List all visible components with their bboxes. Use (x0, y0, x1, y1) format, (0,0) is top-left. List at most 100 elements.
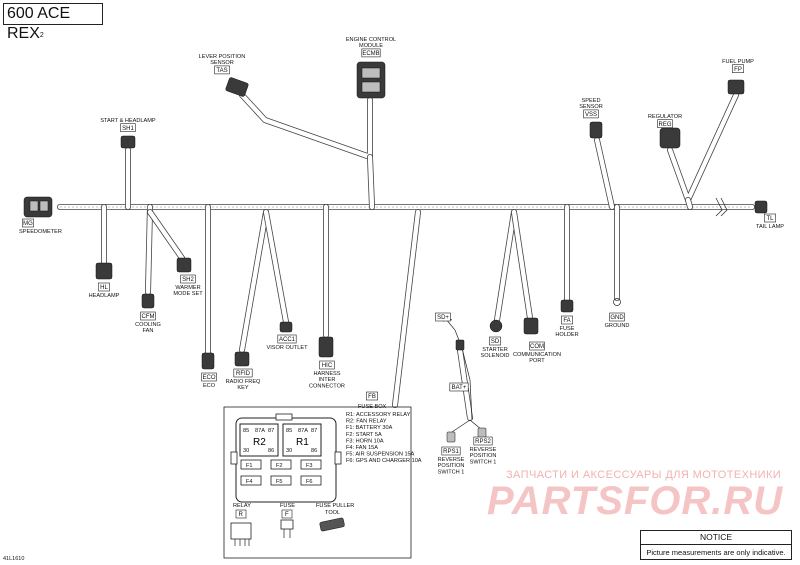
tas-label-line-1: SENSOR (210, 60, 234, 66)
acc1-code: ACC1 (279, 337, 296, 343)
r1-pin-85: 85 (286, 428, 292, 434)
sh2-code: SH2 (182, 277, 194, 283)
hl-code-box (98, 282, 110, 292)
rps1-code: RPS1 (443, 449, 459, 455)
gnd-label-line-0: GROUND (605, 323, 630, 329)
ecmb-code-box (361, 48, 381, 58)
relay-r2 (239, 423, 279, 457)
speed-sensor-icon (589, 121, 603, 139)
harness-branches (101, 92, 739, 433)
reverse-switch-1-icon (446, 431, 456, 443)
tail-lamp-icon (754, 200, 768, 214)
fuse-f5 (270, 475, 292, 486)
hl-label-line-0: HEADLAMP (89, 293, 120, 299)
cfm-code-box (140, 311, 156, 321)
r2-pin-85: 85 (243, 428, 249, 434)
fa-label-line-0: FUSE (560, 326, 575, 332)
fuse-legend-line-1: R2: FAN RELAY (346, 419, 387, 425)
cfm-code: CFM (142, 314, 155, 320)
vss-label-line-1: SENSOR (579, 104, 603, 110)
rps1-label-line-0: REVERSE (438, 457, 465, 463)
hic-label-line-2: CONNECTOR (309, 383, 345, 389)
mg-code-box (22, 218, 34, 228)
sh1-code-box (120, 123, 136, 132)
rps1-label-line-2: SWITCH 1 (438, 469, 465, 475)
sh1-code: SH1 (122, 126, 134, 132)
label-sdp: SD+ (435, 312, 451, 322)
sh2-label-line-1: MODE SET (173, 291, 203, 297)
label-hl: HL HEADLAMP (89, 282, 120, 299)
reg-code: REG (658, 122, 671, 128)
eco-code: ECO (202, 375, 215, 381)
harness-trunk (57, 197, 755, 217)
gnd-code-box (609, 312, 625, 322)
label-batp: BAT+ (449, 382, 469, 392)
r2-pin-30: 30 (243, 448, 249, 454)
f6-label: F6 (306, 479, 313, 485)
r2-name: R2 (253, 437, 266, 448)
connector-icons (23, 61, 768, 443)
tas-code: TAS (216, 68, 227, 74)
rps2-code: RPS2 (475, 439, 491, 445)
regulator-icon (659, 127, 681, 149)
ecmb-label-line-0: ENGINE CONTROL (346, 37, 396, 43)
rps1-code-box (441, 446, 461, 456)
fuse-legend-line-6: F5: AIR SUSPENSION 15A (346, 452, 415, 458)
watermark-tagline: ЗАПЧАСТИ И АКСЕССУАРЫ ДЛЯ МОТОТЕХНИКИ (506, 469, 782, 481)
hl-code: HL (100, 285, 108, 291)
vss-label-line-0: SPEED (582, 98, 601, 104)
fuse-part-code: F (285, 512, 289, 518)
r2-pin-87a: 87A (255, 428, 265, 434)
starter-solenoid-icon (489, 319, 503, 333)
relay-part-code: R (239, 512, 244, 518)
f1-label: F1 (246, 463, 253, 469)
tl-label-line-0: TAIL LAMP (756, 224, 784, 230)
rfid-label-line-1: KEY (237, 385, 248, 391)
label-reg: REGULATOR REG (648, 114, 682, 128)
ecmb-label-line-1: MODULE (359, 43, 383, 49)
reg-label-line-0: REGULATOR (648, 114, 682, 120)
fuse-f6 (300, 475, 322, 486)
label-gnd: GND GROUND (605, 312, 630, 329)
r2-pin-86: 86 (268, 448, 274, 454)
reg-code-box (657, 119, 673, 128)
fuse-legend-line-5: F4: FAN 15A (346, 445, 378, 451)
rfid-code: RFID (236, 371, 251, 377)
fuse-f3 (300, 459, 322, 470)
vss-code-box (583, 109, 599, 119)
rfid-label-line-0: RADIO FREQ (226, 379, 261, 385)
rps2-label-line-0: REVERSE (470, 447, 497, 453)
fb-code-box (366, 391, 378, 401)
rps2-label-line-2: SWITCH 1 (470, 459, 497, 465)
fuse-legend-line-3: F2: START 5A (346, 432, 382, 438)
r1-pin-86: 86 (311, 448, 317, 454)
f2-label: F2 (276, 463, 283, 469)
eco-label-line-0: ECO (203, 383, 216, 389)
visor-outlet-icon (279, 321, 293, 333)
fuse-holder-icon (560, 299, 574, 313)
headlamp-icon (95, 262, 113, 280)
ecm-icon (356, 61, 386, 99)
fp-code: FP (734, 67, 742, 73)
sh2-code-box (180, 274, 196, 284)
fuse-legend-line-2: F1: BATTERY 30A (346, 425, 393, 431)
ground-icon (613, 298, 621, 306)
fa-code: FA (563, 318, 570, 324)
fuse-box-panel (223, 406, 412, 559)
gnd-code: GND (610, 315, 624, 321)
eco-code-box (201, 372, 217, 382)
f5-label: F5 (276, 479, 283, 485)
ecmb-code: ECMB (362, 51, 379, 57)
sd-code-box (489, 336, 501, 346)
relay-part-icon (230, 522, 252, 540)
